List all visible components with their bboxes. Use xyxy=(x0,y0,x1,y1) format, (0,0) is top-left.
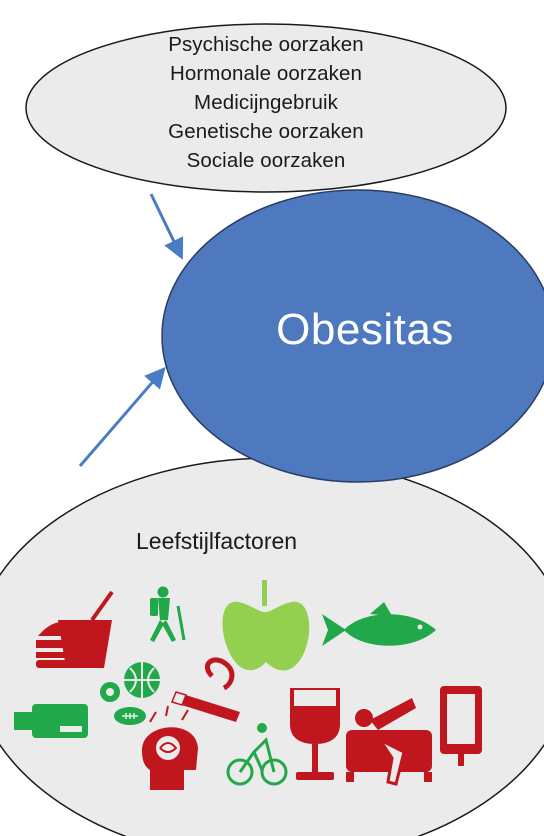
wine-glass-icon xyxy=(290,688,340,780)
cause-sociale: Sociale oorzaken xyxy=(186,149,346,172)
apple-icon xyxy=(222,580,310,671)
battery-icon xyxy=(14,704,88,738)
hiker-icon xyxy=(150,586,186,642)
cause-genetische: Genetische oorzaken xyxy=(168,120,364,143)
arrow-causes-to-obesitas xyxy=(149,193,184,260)
causes-ellipse xyxy=(25,23,507,193)
fast-food-icon xyxy=(36,590,114,668)
tablet-icon xyxy=(440,686,482,766)
cause-medicijngebruik: Medicijngebruik xyxy=(194,91,338,114)
lifestyle-label: Leefstijlfactoren xyxy=(136,528,298,554)
fish-icon xyxy=(322,602,436,646)
cyclist-icon xyxy=(226,723,288,786)
arrow-lifestyle-to-obesitas xyxy=(78,366,166,467)
smoking-icon xyxy=(170,657,240,722)
cause-hormonale: Hormonale oorzaken xyxy=(169,62,363,85)
couch-potato-icon xyxy=(346,698,432,786)
brain-stress-icon xyxy=(142,705,198,790)
causes-list: Psychische oorzaken Hormonale oorzaken M… xyxy=(26,26,506,196)
sports-balls-icon xyxy=(100,662,160,725)
obesitas-label: Obesitas xyxy=(276,305,454,354)
cause-psychische: Psychische oorzaken xyxy=(168,33,364,56)
obesitas-circle xyxy=(161,189,544,483)
